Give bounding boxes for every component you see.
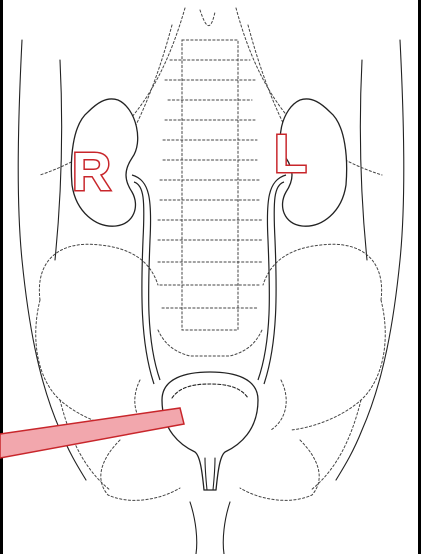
bladder-icon	[162, 372, 258, 490]
spine-icon	[158, 40, 262, 356]
left-side-label: L	[274, 124, 307, 184]
right-side-label: R	[72, 142, 111, 202]
pointer-arrow	[0, 408, 184, 458]
right-side-letter: R	[72, 142, 111, 202]
left-side-letter: L	[274, 124, 307, 184]
